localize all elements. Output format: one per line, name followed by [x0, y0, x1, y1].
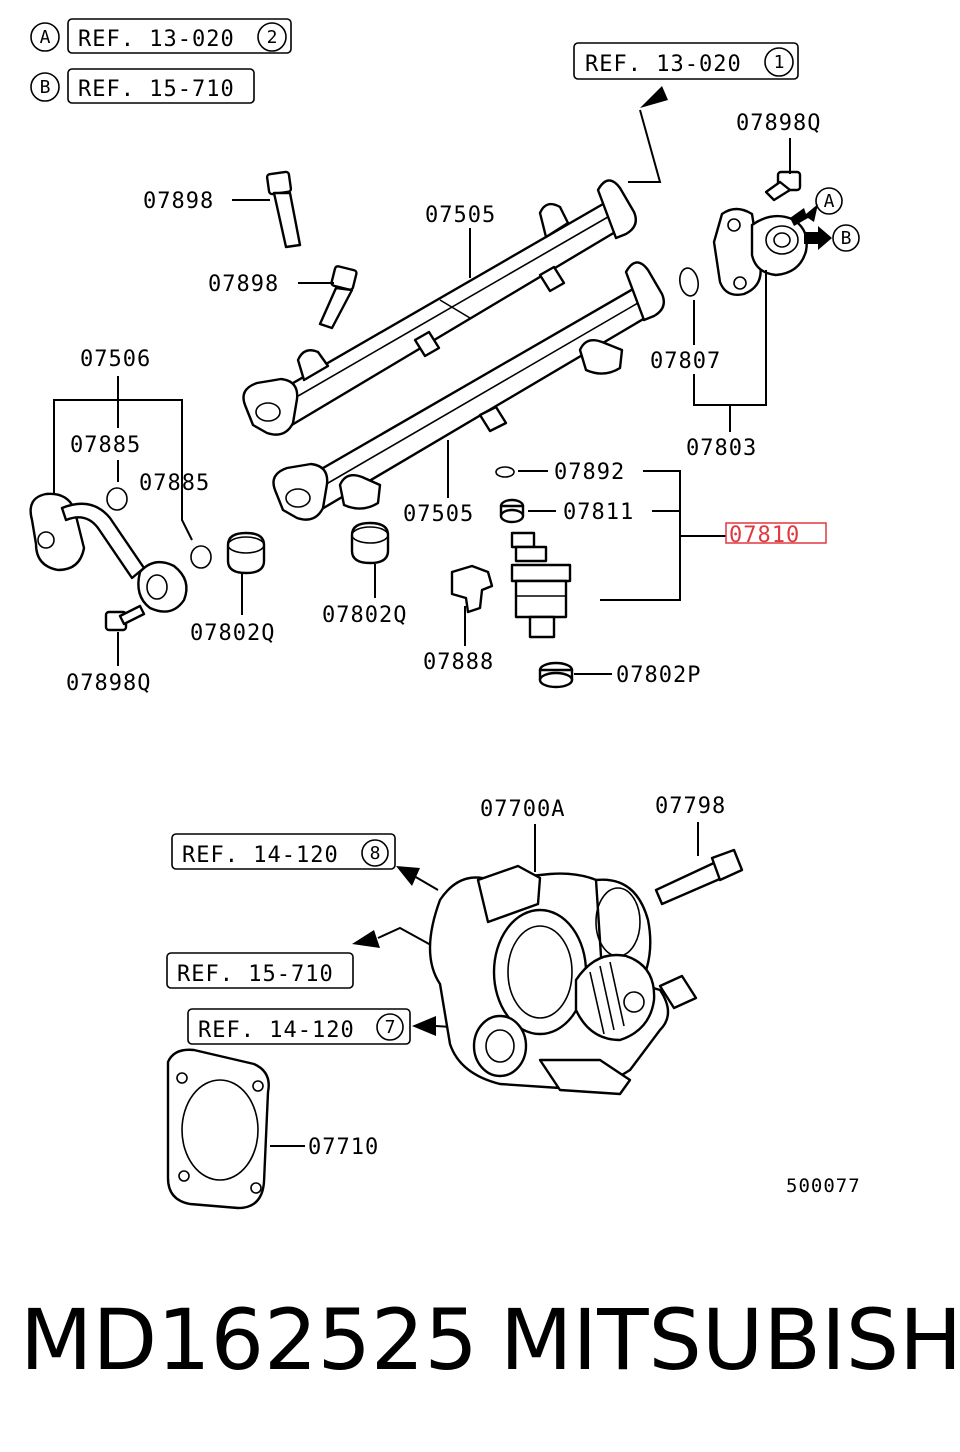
label-bolt-lower: 07898: [208, 272, 279, 297]
bolt-upper-icon: [265, 170, 302, 249]
gasket-icon: [166, 1048, 270, 1210]
injector-grommet-icon: [499, 498, 525, 524]
label-throttle-body: 07700A: [480, 797, 565, 822]
bolt-lower-icon: [318, 265, 358, 330]
ref-tb-upper: REF. 14-120 8: [171, 833, 396, 870]
injector-assy-bracket: [600, 470, 681, 601]
throttle-bolt-icon: [654, 848, 744, 906]
label-rail-upper: 07505: [425, 203, 496, 228]
legend-row-b: B REF. 15-710: [30, 68, 255, 104]
ref-top-right: REF. 13-020 1: [573, 42, 799, 80]
label-gasket: 07710: [308, 1135, 379, 1160]
ref-tb-lower-text: REF. 14-120: [198, 1018, 355, 1043]
label-oring-regulator: 07807: [650, 349, 721, 374]
label-injector-assy-highlight: [725, 522, 827, 544]
ref-tb-upper-leader: [413, 875, 439, 891]
legend-ref-b-box: [67, 68, 255, 104]
regulator-bolt-icon: [764, 170, 802, 202]
label-oring-pipe-1: 07885: [70, 433, 141, 458]
ref-top-right-leader: [628, 109, 662, 183]
label-injector-oring: 07892: [554, 460, 625, 485]
legend-letter-b-circle: [30, 72, 60, 102]
label-injector-seal: 07802P: [616, 663, 701, 688]
label-injector-grommet: 07811: [563, 500, 634, 525]
legend-ref-b: REF. 15-710: [78, 77, 235, 102]
pipe-oring-2-icon: [190, 545, 212, 569]
legend-ref-a-box: [67, 18, 292, 54]
label-pipe-bolt: 07898Q: [66, 671, 151, 696]
legend-letter-a-circle: [30, 22, 60, 52]
legend-letter-a: A: [40, 27, 51, 48]
ref-tb-lower-arrow-icon: [412, 1016, 436, 1036]
ref-tb-middle-text: REF. 15-710: [177, 962, 334, 987]
ref-top-right-arrow-icon: [640, 86, 668, 108]
oring-pipe-2-leader: [181, 500, 193, 541]
ref-tb-lower-circle-number: 7: [385, 1017, 396, 1038]
injector-oring-icon: [495, 466, 515, 478]
ref-tb-middle: REF. 15-710: [166, 952, 354, 989]
label-rail-lower: 07505: [403, 502, 474, 527]
arrow-b-icon: [804, 226, 832, 250]
label-injector-assy: 07810: [729, 523, 800, 548]
ref-tb-upper-circle-number: 8: [370, 843, 381, 864]
legend-row-a: A REF. 13-020 2: [30, 18, 292, 54]
ref-tb-lower: REF. 14-120 7: [187, 1008, 411, 1045]
caption-brand: MITSUBISHI: [500, 1291, 960, 1389]
label-insulator-1: 07802Q: [190, 621, 275, 646]
fuel-injector-icon: [510, 531, 572, 639]
caption-part-number: MD162525: [20, 1291, 478, 1389]
ref-tb-upper-text: REF. 14-120: [182, 843, 339, 868]
label-regulator-assy: 07803: [686, 436, 757, 461]
legend-letter-b: B: [40, 77, 51, 98]
label-regulator-bolt: 07898Q: [736, 111, 821, 136]
pipe-bolt-icon: [104, 604, 146, 632]
injector-clip-icon: [450, 564, 494, 614]
legend-ref-a: REF. 13-020: [78, 27, 235, 52]
fuel-rail-lower: [272, 261, 665, 521]
fuel-rail-upper: [242, 179, 637, 436]
label-oring-pipe-2: 07885: [139, 471, 210, 496]
diagram-code: 500077: [786, 1175, 861, 1197]
arrow-a-icon: [790, 204, 818, 226]
label-clip: 07888: [423, 650, 494, 675]
injector-seal-icon: [538, 661, 574, 689]
legend-ref-a-circle-number: 2: [267, 27, 278, 48]
throttle-body-icon: [428, 864, 698, 1096]
arrow-b-letter: B: [841, 228, 852, 249]
regulator-oring-icon: [679, 267, 699, 297]
label-insulator-2: 07802Q: [322, 603, 407, 628]
arrow-a-circle: [815, 187, 843, 215]
insulator-1-icon: [226, 531, 266, 575]
arrow-b-circle: [832, 224, 860, 252]
ref-top-right-text: REF. 13-020: [585, 52, 742, 77]
caption: MD162525 MITSUBISHI: [20, 1290, 960, 1390]
label-throttle-bolt: 07798: [655, 794, 726, 819]
ref-top-right-circle-number: 1: [774, 52, 785, 73]
insulator-2-icon: [350, 521, 390, 565]
legend-ref-a-circle: [257, 22, 287, 52]
arrow-a-letter: A: [824, 191, 835, 212]
pressure-regulator-icon: [712, 207, 808, 296]
label-pipe-assy: 07506: [80, 347, 151, 372]
label-bolt-upper: 07898: [143, 189, 214, 214]
fuel-pipe-icon: [29, 492, 188, 613]
pipe-oring-1-icon: [106, 487, 128, 511]
ref-tb-upper-arrow-icon: [396, 866, 420, 886]
ref-tb-middle-arrow-icon: [352, 930, 380, 948]
